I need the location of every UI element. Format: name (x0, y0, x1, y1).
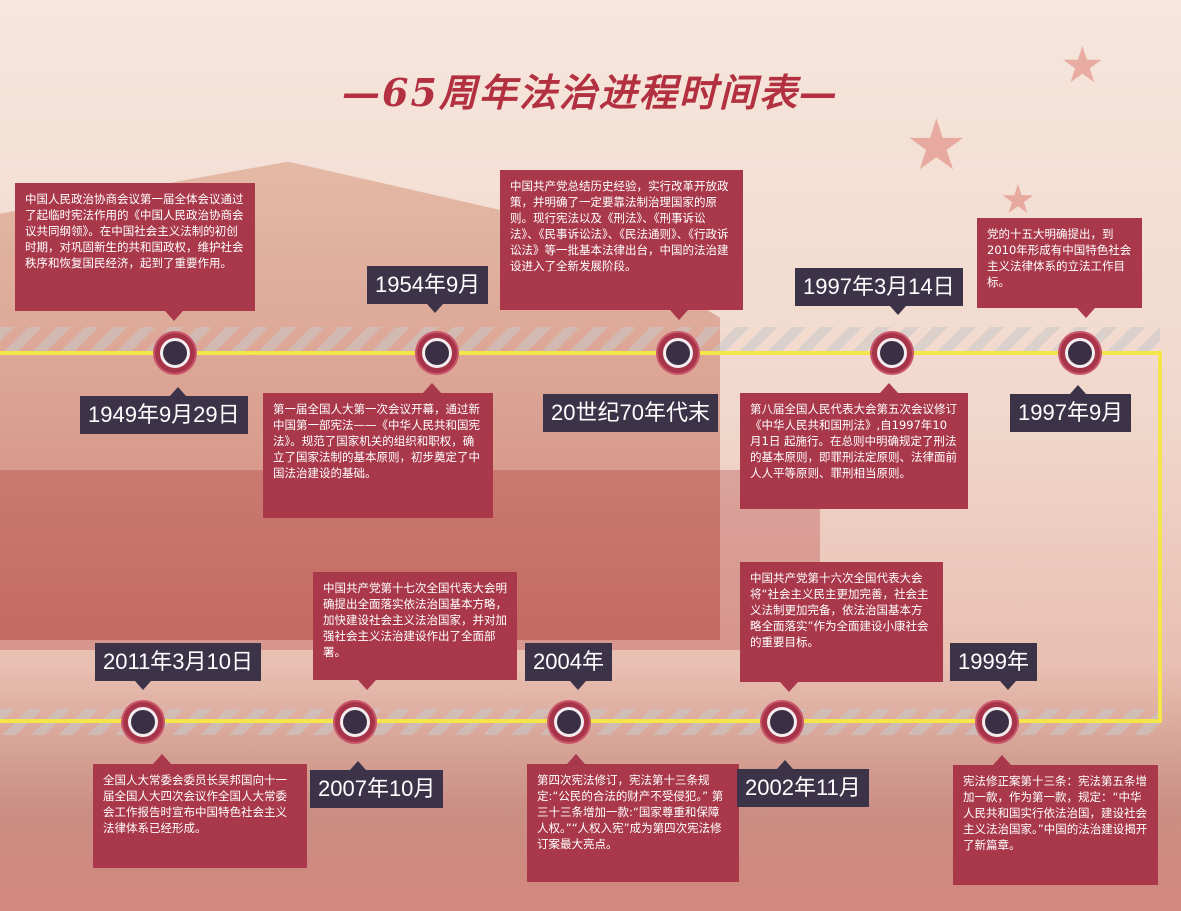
event-description: 党的十五大明确提出，到2010年形成有中国特色社会主义法律体系的立法工作目标。 (977, 218, 1142, 318)
timeline-node-1997-3 (872, 333, 912, 373)
event-description: 中国共产党第十七次全国代表大会明确提出全面落实依法治国基本方略，加快建设社会主义… (313, 572, 517, 690)
flag-star-icon: ★ (1060, 36, 1105, 94)
timeline-node-1970s (658, 333, 698, 373)
event-description: 第八届全国人民代表大会第五次会议修订《中华人民共和国刑法》,自1997年10月1… (740, 383, 968, 509)
timeline-node-2004 (549, 702, 589, 742)
event-date: 1997年3月14日 (795, 268, 963, 315)
event-date: 1999年 (950, 643, 1037, 690)
event-date: 2002年11月 (737, 760, 869, 807)
event-date: 1954年9月 (367, 266, 489, 313)
event-description: 中国共产党总结历史经验，实行改革开放政策，并明确了一定要靠法制治理国家的原则。现… (500, 170, 743, 320)
timeline-node-1949 (155, 333, 195, 373)
event-date: 2004年 (525, 643, 612, 690)
event-description: 中国共产党第十六次全国代表大会将“社会主义民主更加完善，社会主义法制更加完备，依… (740, 562, 943, 692)
event-date: 2007年10月 (310, 761, 444, 808)
event-date: 2011年3月10日 (95, 643, 262, 690)
event-date: 1949年9月29日 (80, 387, 248, 434)
event-date: 1997年9月 (1010, 385, 1132, 432)
event-description: 全国人大常委会委员长吴邦国向十一届全国人大四次会议作全国人大常委会工作报告时宣布… (93, 754, 307, 868)
timeline-node-1999 (977, 702, 1017, 742)
event-description: 第一届全国人大第一次会议开幕，通过新中国第一部宪法——《中华人民共和国宪法》。规… (263, 383, 493, 518)
page-title: —65周年法治进程时间表— (342, 70, 839, 115)
timeline-node-1954 (417, 333, 457, 373)
timeline-track-connector (1158, 351, 1162, 723)
timeline-node-2002 (762, 702, 802, 742)
flag-star-icon: ★ (1000, 177, 1036, 223)
event-description: 中国人民政治协商会议第一届全体会议通过了起临时宪法作用的《中国人民政治协商会议共… (15, 183, 255, 321)
event-description: 宪法修正案第十三条：宪法第五条增加一款，作为第一款，规定：“中华人民共和国实行依… (953, 755, 1158, 885)
timeline-track-top (0, 351, 1162, 355)
event-date: 20世纪70年代末 (543, 394, 718, 432)
timeline-node-2011 (123, 702, 163, 742)
event-description: 第四次宪法修订，宪法第十三条规定:“公民的合法的财产不受侵犯。” 第三十三条增加… (527, 754, 739, 882)
timeline-node-1997-9 (1060, 333, 1100, 373)
timeline-node-2007 (335, 702, 375, 742)
flag-star-icon: ★ (905, 104, 968, 186)
